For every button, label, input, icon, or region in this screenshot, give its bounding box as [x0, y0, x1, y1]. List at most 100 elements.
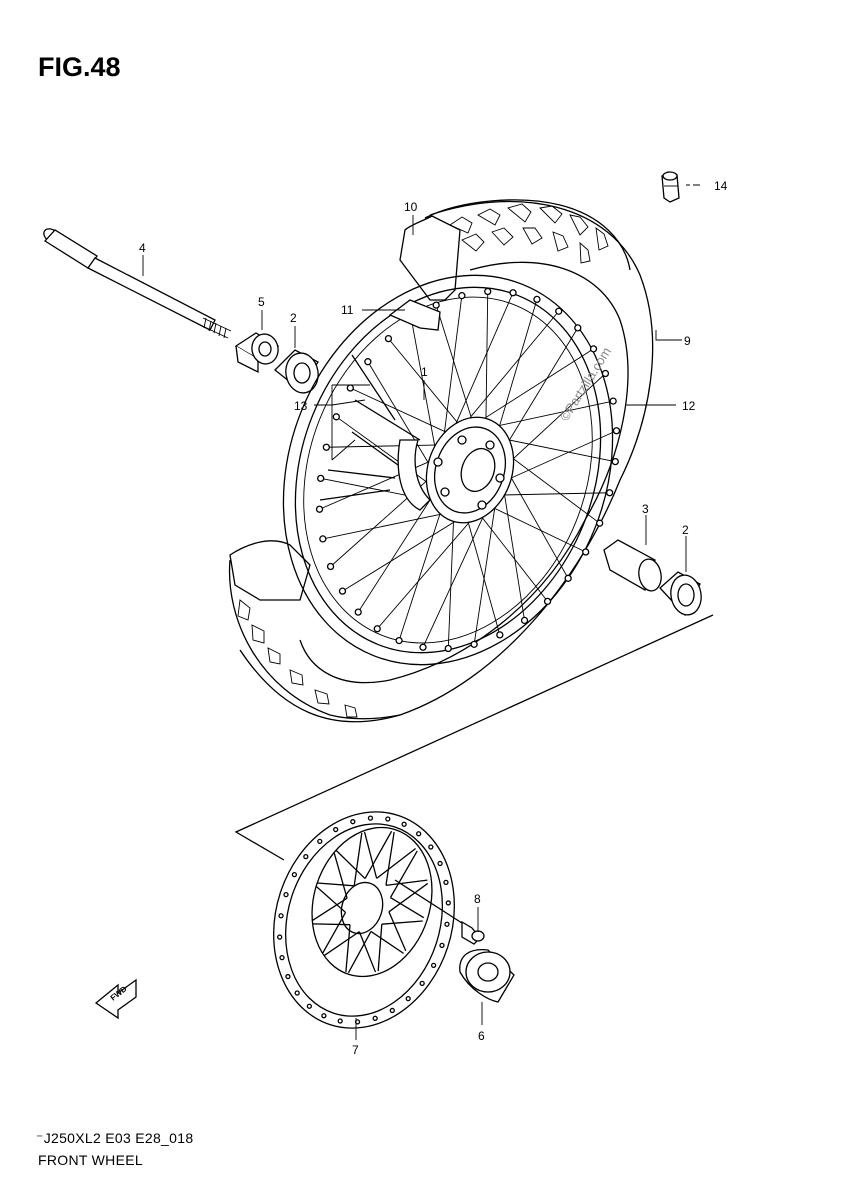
spoke: [474, 507, 548, 602]
spoke: [492, 492, 610, 496]
disc-vent-hole: [419, 980, 425, 987]
spoke: [398, 493, 447, 641]
disc-bolt[interactable]: [394, 879, 485, 945]
disc-carrier-arm: [390, 897, 425, 919]
spoke-nipple: [555, 307, 563, 315]
spoke-nipple: [338, 587, 347, 595]
disc-vent-hole: [354, 1019, 361, 1025]
spoke-nipple: [354, 608, 362, 616]
disc-carrier-arm: [347, 931, 372, 974]
disc-vent-hole: [437, 860, 443, 867]
disc-carrier-arm: [363, 831, 378, 879]
spoke-nipple: [326, 562, 335, 571]
callout-4: 4: [139, 241, 146, 255]
disc-vent-hole: [333, 826, 339, 833]
axis-line: [234, 614, 714, 861]
disc-carrier-arm: [389, 850, 418, 898]
disc-vent-hole: [439, 942, 445, 948]
spoke: [463, 507, 501, 636]
callout-leaders: [142, 184, 700, 1040]
diagram-caption: FRONT WHEEL: [38, 1152, 143, 1168]
spoke: [497, 430, 617, 485]
spoke-nipple: [364, 358, 372, 366]
disc-carrier-arm: [385, 831, 395, 886]
spoke-nipple: [533, 295, 541, 304]
spoke-nipple: [373, 625, 381, 633]
disc-carrier-arm: [388, 911, 407, 952]
spacer-collar[interactable]: [234, 332, 280, 374]
disc-vent-hole: [430, 962, 437, 969]
spoke-nipple: [543, 597, 552, 606]
disc-vent-hole: [306, 1003, 312, 1009]
disc-carrier-arm: [322, 912, 347, 954]
disc-vent-hole: [416, 831, 422, 837]
spoke-nipple: [601, 369, 610, 378]
spoke: [493, 299, 538, 447]
spoke-nipple: [432, 301, 440, 309]
spoke: [447, 502, 455, 649]
disc-carrier-arm: [311, 897, 348, 922]
forward-arrow-icon: FWD: [94, 978, 137, 1020]
disc-carrier-arm: [324, 931, 360, 957]
spoke: [350, 387, 456, 437]
disc-carrier-arm: [388, 882, 429, 913]
callout-13: 13: [294, 399, 308, 413]
disc-vent-hole: [405, 995, 411, 1002]
spoke-nipple: [574, 324, 582, 332]
disc-carrier-arm: [376, 848, 416, 879]
spoke-nipple: [611, 457, 619, 466]
spoke-nipple: [315, 505, 324, 513]
callout-3: 3: [642, 502, 649, 516]
wheel-rim[interactable]: [227, 225, 670, 714]
spoke-nipple: [564, 574, 572, 582]
wheel-bearing-right[interactable]: [659, 571, 704, 617]
spoke-nipple: [484, 287, 492, 296]
spoke-nipple: [589, 345, 598, 353]
front-axle[interactable]: [41, 226, 232, 339]
wheel-bearing-left[interactable]: [274, 349, 321, 395]
callout-9: 9: [684, 334, 691, 348]
spoke-nipple: [322, 443, 331, 451]
loose-spoke: [351, 354, 396, 421]
disc-carrier-arm: [370, 930, 404, 954]
disc-vent-hole: [317, 838, 323, 845]
tire-valve[interactable]: [661, 171, 680, 203]
spoke-nipple: [520, 616, 529, 625]
wheel-hub[interactable]: [397, 405, 528, 535]
spoke-nipple: [596, 519, 604, 527]
spoke-nipple: [332, 413, 340, 421]
loose-spoke: [319, 489, 391, 501]
disc-vent-hole: [385, 816, 391, 822]
disc-carrier-arm: [312, 923, 351, 926]
spoke-nipple: [384, 334, 393, 343]
brake-disc[interactable]: [246, 788, 481, 1052]
spoke-nipple: [609, 397, 617, 405]
rim-band[interactable]: [388, 299, 441, 331]
disc-vent-hole: [285, 973, 291, 980]
disc-vent-hole: [389, 1007, 395, 1014]
disc-vent-hole: [372, 1015, 378, 1021]
spoke: [435, 304, 477, 433]
disc-carrier-arm: [385, 879, 428, 886]
disc-carrier-arm: [335, 850, 366, 880]
loose-spoke: [354, 399, 421, 441]
disc-vent-hole: [283, 892, 289, 898]
disc-carrier-arm: [353, 832, 363, 886]
spacer-right[interactable]: [603, 539, 664, 593]
callout-2-lower: 2: [682, 523, 689, 537]
spoke-nipple: [395, 636, 403, 645]
spoke-nipple: [605, 489, 614, 497]
spoke-nipple: [458, 292, 466, 300]
disc-vent-hole: [303, 853, 309, 860]
callout-7: 7: [352, 1043, 359, 1057]
callout-10: 10: [404, 200, 418, 214]
disc-carrier-arm: [381, 920, 423, 925]
spoke: [485, 291, 489, 438]
disc-vent-hole: [443, 879, 449, 886]
disc-vent-hole: [279, 954, 285, 961]
spoke-nipple: [444, 644, 452, 653]
callout-6: 6: [478, 1029, 485, 1043]
hub-cover[interactable]: [459, 949, 515, 1003]
